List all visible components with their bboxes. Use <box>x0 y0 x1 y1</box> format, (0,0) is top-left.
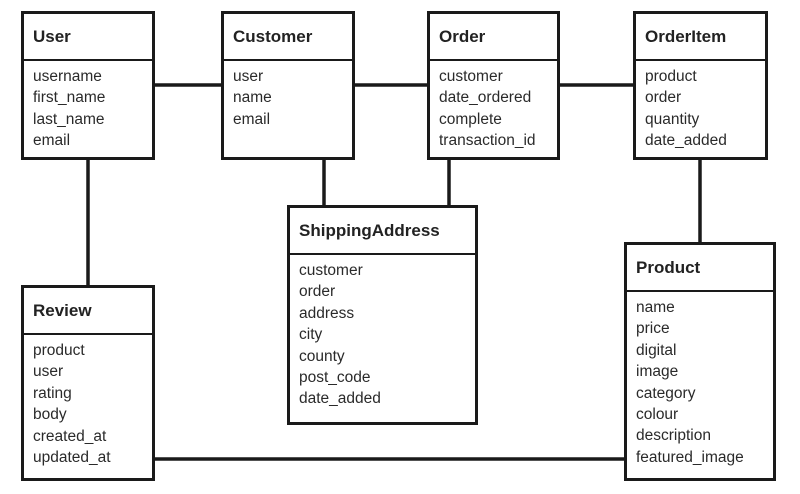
entity-field: first_name <box>33 89 106 107</box>
entity-product: Product name price digital image categor… <box>624 242 776 481</box>
entity-customer: Customer user name email <box>221 11 355 160</box>
entity-field: colour <box>636 406 679 424</box>
entity-field-list: product order quantity date_added <box>636 61 765 152</box>
entity-field: date_ordered <box>439 89 532 107</box>
entity-field-list: name price digital image category colour… <box>627 292 773 468</box>
entity-field: image <box>636 363 679 381</box>
entity-field: user <box>233 68 264 85</box>
entity-title: Product <box>627 245 773 292</box>
entity-orderitem: OrderItem product order quantity date_ad… <box>633 11 768 160</box>
entity-field: customer <box>439 68 503 85</box>
entity-shippingaddress: ShippingAddress customer order address c… <box>287 205 478 425</box>
entity-field: date_added <box>645 132 727 150</box>
entity-field: name <box>233 89 272 107</box>
entity-field-list: product user rating body created_at upda… <box>24 335 152 468</box>
entity-field: address <box>299 304 355 322</box>
entity-field: username <box>33 68 102 85</box>
entity-user: User username first_name last_name email <box>21 11 155 160</box>
entity-review: Review product user rating body created_… <box>21 285 155 481</box>
entity-field: product <box>33 342 85 359</box>
entity-field: complete <box>439 110 502 128</box>
entity-field: rating <box>33 384 72 402</box>
entity-field: post_code <box>299 369 371 387</box>
entity-title: Customer <box>224 14 352 61</box>
entity-title: User <box>24 14 152 61</box>
entity-field: user <box>33 363 64 381</box>
entity-field: order <box>299 283 336 301</box>
entity-title: Review <box>24 288 152 335</box>
entity-field: product <box>645 68 697 85</box>
entity-field: created_at <box>33 427 107 445</box>
entity-field-list: customer order address city county post_… <box>290 255 475 410</box>
entity-field: featured_image <box>636 448 744 466</box>
entity-field: price <box>636 320 670 338</box>
entity-field: date_added <box>299 390 381 408</box>
entity-field: email <box>33 132 71 150</box>
entity-field: customer <box>299 262 363 279</box>
entity-field: email <box>233 110 271 128</box>
entity-title: OrderItem <box>636 14 765 61</box>
entity-field-list: user name email <box>224 61 352 130</box>
entity-field: last_name <box>33 110 105 128</box>
entity-field: quantity <box>645 110 700 128</box>
entity-field: category <box>636 384 696 402</box>
entity-field: city <box>299 326 323 344</box>
entity-field: digital <box>636 341 677 359</box>
entity-field: transaction_id <box>439 132 536 150</box>
entity-title: ShippingAddress <box>290 208 475 255</box>
entity-field: county <box>299 347 345 365</box>
entity-field: description <box>636 427 711 445</box>
entity-field: name <box>636 299 675 316</box>
entity-field: order <box>645 89 682 107</box>
entity-field-list: customer date_ordered complete transacti… <box>430 61 557 152</box>
entity-title: Order <box>430 14 557 61</box>
entity-field: body <box>33 406 67 424</box>
entity-order: Order customer date_ordered complete tra… <box>427 11 560 160</box>
entity-field-list: username first_name last_name email <box>24 61 152 152</box>
entity-field: updated_at <box>33 449 111 467</box>
